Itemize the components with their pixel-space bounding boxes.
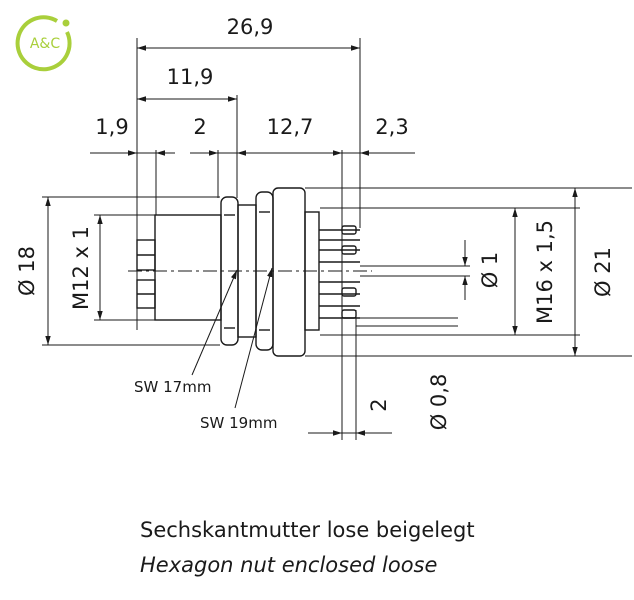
dim-front-length: 11,9 [167,65,214,89]
ac-logo: A&C [15,15,72,72]
dim-2-bottom: 2 [367,398,391,411]
label-sw17: SW 17mm [134,378,211,396]
dim-2-3: 2,3 [375,115,408,139]
label-sw19: SW 19mm [200,414,277,432]
front-coupling [154,214,222,321]
rear-housing [272,187,306,357]
dim-thread-m12: M12 x 1 [69,226,93,310]
pcb-pins [319,225,360,319]
logo-ring [15,15,72,72]
dim-diam-18: Ø 18 [15,246,39,296]
caption-english: Hexagon nut enclosed loose [140,553,438,577]
logo-text: A&C [30,36,60,52]
dim-diam-21: Ø 21 [591,247,615,297]
dim-1-9: 1,9 [95,115,128,139]
dim-total-length: 26,9 [227,15,274,39]
connector-body [128,187,372,357]
dim-diam-0-8: Ø 0,8 [427,374,451,431]
dim-12-7: 12,7 [267,115,314,139]
dim-2-top: 2 [193,115,206,139]
logo-dot [62,19,70,27]
caption-german: Sechskantmutter lose beigelegt [140,518,475,542]
dim-thread-m16: M16 x 1,5 [533,220,557,324]
dimension-lines [42,38,632,440]
dim-diam-1: Ø 1 [478,252,502,289]
